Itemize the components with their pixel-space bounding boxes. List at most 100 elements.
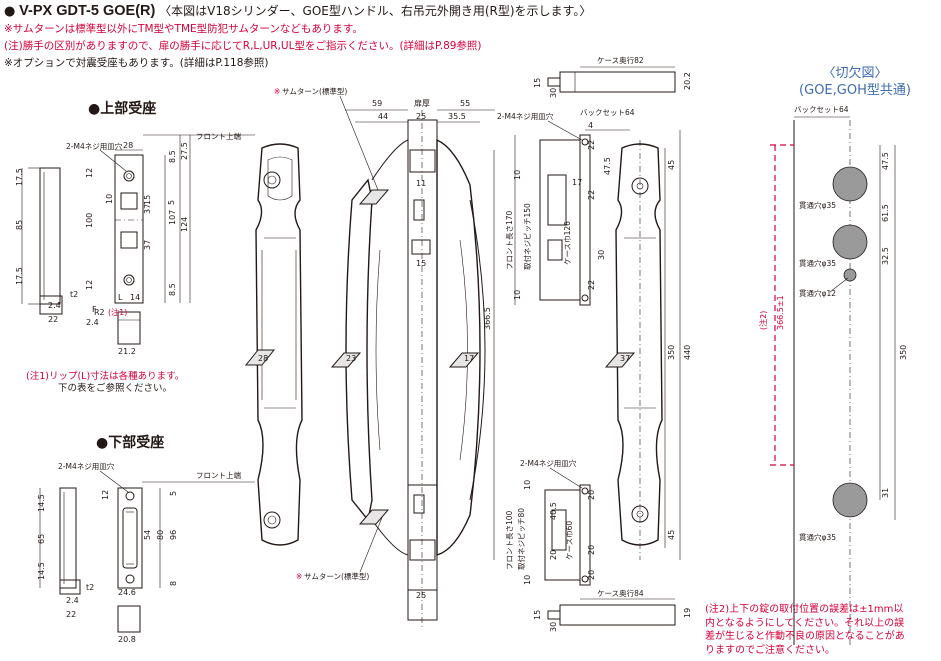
through-hole-12 — [843, 268, 857, 282]
handle-front-cylinder-bottom — [263, 511, 281, 529]
case-upper-front-plate — [579, 134, 591, 306]
lower-strike-plate — [117, 487, 143, 589]
case-lower-body — [544, 489, 581, 581]
section-upper-strike: ●上部受座 — [88, 101, 157, 117]
svg-text:※: ※ — [274, 87, 280, 96]
svg-text:貫通穴φ35: 貫通穴φ35 — [799, 532, 836, 542]
svg-text:14.5: 14.5 — [37, 494, 46, 512]
case-upper-body — [539, 139, 581, 301]
svg-text:366.5: 366.5 — [483, 307, 492, 330]
svg-text:2.4: 2.4 — [86, 318, 99, 327]
svg-text:貫通穴φ35: 貫通穴φ35 — [799, 200, 836, 210]
title-line: ● V-PX GDT-5 GOE(R) 〈本図はV18シリンダー、GOE型ハンド… — [4, 2, 591, 19]
svg-text:24.6: 24.6 — [118, 588, 136, 597]
svg-text:(注1): (注1) — [108, 307, 127, 317]
svg-text:R2: R2 — [94, 308, 105, 317]
case-lower-top-view — [559, 604, 676, 626]
cutout-drawing: バックセット64 貫通穴φ35 貫通穴φ35 貫通穴φ12 貫通穴φ35 47.… — [758, 105, 908, 645]
handle-side-inner — [436, 138, 481, 556]
svg-text:20: 20 — [587, 490, 596, 500]
cutout-title-2: (GOE,GOH型共通) — [799, 83, 911, 98]
svg-text:40.5: 40.5 — [549, 502, 558, 520]
cutout-title-1: 〈切欠図〉 — [822, 66, 888, 81]
through-hole-35-top — [832, 166, 868, 202]
svg-text:350: 350 — [667, 345, 676, 360]
title-bullet: ● — [4, 4, 16, 19]
svg-text:バックセット64: バックセット64 — [580, 108, 635, 117]
svg-text:37: 37 — [143, 204, 152, 214]
upper-strike-drawing: 28 17.5 85 17.5 12 100 12 10 15 37 37 8.… — [15, 131, 255, 356]
svg-text:124: 124 — [180, 217, 189, 232]
svg-text:12: 12 — [85, 168, 94, 178]
svg-text:10: 10 — [523, 480, 532, 490]
tolerance-note: (注2)上下の錠の取付位置の誤差は±1mm以内となるようにしてください。それ以上… — [705, 604, 905, 656]
upper-strike-lip-detail — [117, 311, 141, 345]
lock-case-upper: ケース奥行82 15 30 20.2 バックセット64 2-M4ネジ用皿穴 4 … — [497, 55, 692, 306]
svg-text:17: 17 — [464, 354, 474, 363]
note-option: ※オプションで対震受座もあります。(詳細はP.118参照) — [4, 57, 269, 69]
svg-text:2.4: 2.4 — [66, 596, 79, 605]
svg-text:22: 22 — [66, 610, 76, 619]
svg-text:取付ネジピッチ80: 取付ネジピッチ80 — [516, 508, 526, 570]
svg-text:22: 22 — [48, 315, 58, 324]
svg-text:61.5: 61.5 — [881, 204, 890, 222]
svg-text:17.5: 17.5 — [15, 267, 24, 285]
svg-text:44: 44 — [378, 112, 388, 121]
svg-text:5: 5 — [167, 200, 176, 205]
svg-text:F: F — [92, 305, 97, 314]
svg-text:17: 17 — [572, 178, 582, 187]
svg-text:取付ネジピッチ150: 取付ネジピッチ150 — [522, 203, 532, 270]
lock-case-lower: 2-M4ネジ用皿穴 20 20 40.5 20 20 10 10 フロント長さ1… — [505, 458, 692, 632]
svg-text:25: 25 — [416, 591, 426, 600]
svg-text:サムターン(標準型): サムターン(標準型) — [282, 86, 347, 96]
door-thickness-label: 扉厚 — [414, 98, 430, 108]
title-description: 〈本図はV18シリンダー、GOE型ハンドル、右吊元外開き用(R型)を示します。〉 — [159, 4, 592, 18]
note-hand: (注)勝手の区別がありますので、扉の勝手に応じてR,L,UR,UL型をご指示くだ… — [4, 40, 482, 52]
svg-text:12: 12 — [101, 490, 110, 500]
svg-text:37: 37 — [620, 354, 630, 363]
lip-note-line1: (注1)リップ(L)寸法は各種あります。 — [26, 371, 185, 382]
svg-text:85: 85 — [15, 220, 24, 230]
svg-text:440: 440 — [683, 345, 692, 360]
lower-strike-side-profile — [59, 487, 77, 589]
svg-text:バックセット64: バックセット64 — [794, 105, 849, 114]
svg-text:11: 11 — [416, 179, 426, 188]
svg-text:17.5: 17.5 — [15, 168, 24, 186]
svg-text:22: 22 — [587, 280, 596, 290]
svg-text:15: 15 — [416, 259, 426, 268]
svg-text:20.2: 20.2 — [683, 72, 692, 90]
svg-text:366.5±1: 366.5±1 — [776, 295, 785, 330]
svg-text:20: 20 — [549, 550, 558, 560]
handle-front-cylinder-top — [263, 171, 281, 189]
svg-text:貫通穴φ35: 貫通穴φ35 — [799, 258, 836, 268]
handle-front-view: 28 — [244, 143, 303, 546]
svg-text:107: 107 — [168, 210, 177, 225]
svg-text:10: 10 — [513, 170, 522, 180]
svg-text:フロント上端: フロント上端 — [196, 131, 241, 141]
upper-strike-side-profile — [39, 167, 61, 305]
svg-text:12: 12 — [85, 280, 94, 290]
svg-text:21.2: 21.2 — [118, 347, 136, 356]
through-hole-35-bottom — [832, 482, 868, 518]
svg-text:96: 96 — [169, 530, 178, 540]
svg-text:(注2): (注2) — [758, 311, 768, 330]
svg-text:8.5: 8.5 — [168, 283, 177, 296]
svg-text:ケース巾126: ケース巾126 — [562, 221, 572, 265]
svg-text:15: 15 — [143, 195, 152, 205]
svg-text:47.5: 47.5 — [881, 152, 890, 170]
upper-strike-plate — [114, 154, 144, 304]
handle-front-outline — [255, 143, 303, 546]
svg-text:100: 100 — [85, 213, 94, 228]
svg-text:t2: t2 — [70, 290, 78, 299]
lower-strike-slot — [122, 507, 138, 569]
svg-text:37: 37 — [143, 240, 152, 250]
svg-text:2-M4ネジ用皿穴: 2-M4ネジ用皿穴 — [520, 458, 577, 468]
svg-text:31: 31 — [881, 488, 890, 498]
svg-text:19: 19 — [683, 608, 692, 618]
svg-text:フロント上端: フロント上端 — [196, 470, 241, 480]
svg-text:22: 22 — [587, 190, 596, 200]
note-thumbturn: ※サムターンは標準型以外にTM型やTME型防犯サムターンなどもあります。 — [4, 23, 363, 35]
svg-text:2-M4ネジ用皿穴: 2-M4ネジ用皿穴 — [497, 111, 554, 121]
svg-text:35.5: 35.5 — [448, 112, 466, 121]
svg-text:30: 30 — [549, 622, 558, 632]
